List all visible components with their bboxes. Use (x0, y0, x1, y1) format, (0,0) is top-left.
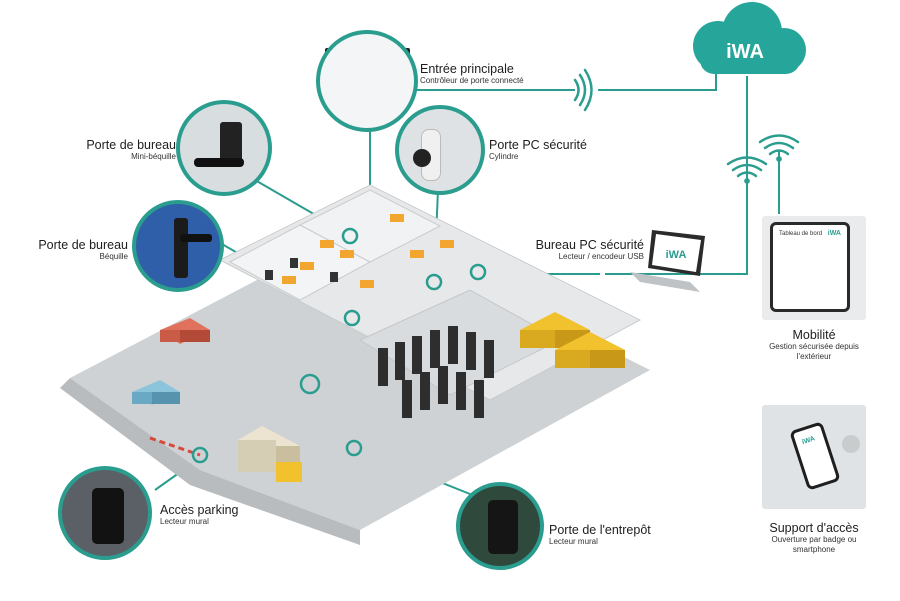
callout-porte-pc-securite: Porte PC sécurité Cylindre (489, 138, 587, 162)
panel-title: Mobilité (792, 328, 836, 342)
phone-logo: iWA (801, 435, 816, 447)
pc-securite-cylindre-circle (395, 105, 485, 195)
callout-porte-entrepot: Porte de l'entrepôt Lecteur mural (549, 523, 651, 547)
tablet-icon: Tableau de bord iWA (770, 222, 850, 312)
panel-support-acces: Support d'accès Ouverture par badge ou s… (762, 521, 866, 554)
callout-subtitle: Lecteur mural (160, 517, 209, 527)
callout-acces-parking: Accès parking Lecteur mural (160, 503, 239, 527)
callout-title: Accès parking (160, 503, 239, 517)
entree-controller-circle (316, 30, 418, 132)
parking-reader-circle (58, 466, 152, 560)
generators (520, 312, 625, 368)
callout-title: Porte de bureau (86, 138, 176, 152)
cloud-logo: iWA (726, 41, 764, 63)
panel-title: Support d'accès (769, 521, 859, 535)
callout-title: Entrée principale (420, 62, 514, 76)
panel-subtitle: Ouverture par badge ou smartphone (771, 535, 857, 554)
wifi-icon (573, 68, 593, 112)
office-area (228, 189, 454, 301)
parking-barrier (149, 436, 201, 457)
entrepot-reader-circle (456, 482, 544, 570)
callout-subtitle: Cylindre (489, 152, 519, 162)
callout-subtitle: Contrôleur de porte connecté (420, 76, 524, 86)
callout-title: Porte de bureau (38, 238, 128, 252)
server-area (358, 289, 562, 418)
door-handle-icon (174, 218, 188, 278)
panel-mobilite: Mobilité Gestion sécurisée depuis l'exté… (762, 328, 866, 361)
callout-porte-bureau-bequille: Porte de bureau Béquille (38, 238, 128, 262)
tablet-heading: Tableau de bord (779, 231, 823, 237)
bureau-mini-bequille-circle (176, 100, 272, 196)
callout-subtitle: Mini-béquille (131, 152, 176, 162)
truck (238, 426, 302, 482)
callout-title: Bureau PC sécurité (535, 238, 644, 252)
access-markers (191, 227, 487, 464)
wall-reader-icon (488, 500, 518, 554)
wifi-icon (758, 134, 800, 162)
callout-porte-bureau-mini: Porte de bureau Mini-béquille (86, 138, 176, 162)
laptop-logo: iWA (666, 249, 687, 261)
tablet-photo: Tableau de bord iWA (762, 216, 866, 320)
phone-photo: iWA (762, 405, 866, 509)
laptop-icon (630, 230, 705, 292)
tablet-logo: iWA (827, 230, 841, 237)
callout-bureau-pc-securite: Bureau PC sécurité Lecteur / encodeur US… (536, 238, 644, 262)
car-blue (132, 380, 180, 405)
callout-subtitle: Lecteur / encodeur USB (558, 252, 644, 262)
cloud-icon (693, 2, 806, 74)
car-red (160, 318, 210, 344)
callout-subtitle: Béquille (99, 252, 128, 262)
callout-subtitle: Lecteur mural (549, 537, 598, 547)
smartphone-icon: iWA (789, 421, 841, 491)
callout-title: Porte de l'entrepôt (549, 523, 651, 537)
callout-entree-principale: Entrée principale Contrôleur de porte co… (420, 62, 524, 86)
door-handle-icon (220, 122, 242, 162)
panel-subtitle: Gestion sécurisée depuis l'extérieur (769, 342, 859, 361)
bureau-bequille-circle (132, 200, 224, 292)
callout-title: Porte PC sécurité (489, 138, 587, 152)
wifi-icon (726, 156, 768, 184)
wall-reader-icon (92, 488, 124, 544)
